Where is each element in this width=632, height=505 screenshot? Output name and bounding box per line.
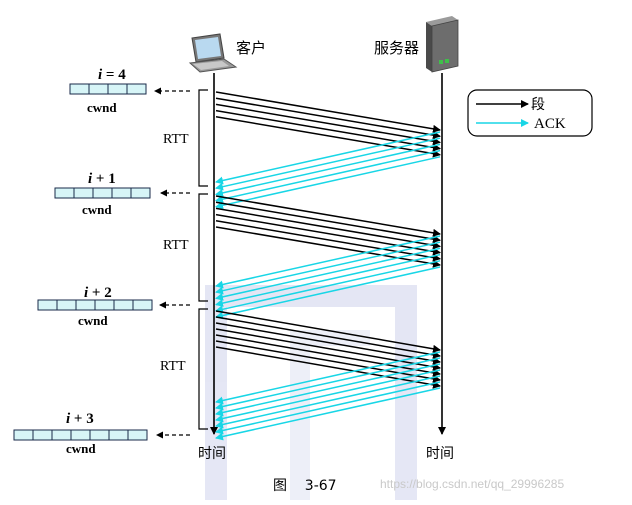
ack-arrow xyxy=(215,253,441,307)
segment-arrow xyxy=(215,103,441,146)
window-cell xyxy=(88,83,109,95)
cwnd-label-1: cwnd xyxy=(87,100,117,115)
segment-arrow xyxy=(215,310,441,353)
window-label-2: i + 1 xyxy=(88,171,116,187)
transmission-arrows xyxy=(215,91,441,441)
legend-box xyxy=(467,89,593,137)
window-cell xyxy=(108,429,129,441)
segment-arrow xyxy=(215,316,441,359)
segment-arrow xyxy=(215,91,441,133)
window-cell xyxy=(89,429,110,441)
server-label: 服务器 xyxy=(374,39,419,57)
segment-arrow xyxy=(215,116,441,158)
ack-arrow xyxy=(215,137,441,191)
cwnd-window-1: i = 4 cwnd xyxy=(69,67,190,115)
window-cell xyxy=(73,187,94,199)
segment-arrow xyxy=(215,340,441,383)
window-cell xyxy=(13,429,34,441)
ack-arrow xyxy=(215,143,441,197)
ack-arrow xyxy=(215,156,441,210)
ack-arrow xyxy=(215,241,441,295)
segment-arrow xyxy=(215,109,441,152)
cwnd-label-3: cwnd xyxy=(78,313,108,328)
cwnd-label-4: cwnd xyxy=(66,441,96,456)
legend: 段 ACK xyxy=(467,89,593,137)
window-cell xyxy=(70,429,91,441)
window-cell xyxy=(69,83,90,95)
legend-segment-label: 段 xyxy=(531,97,545,113)
window-cells-4 xyxy=(13,429,148,441)
ack-arrow xyxy=(215,369,441,423)
window-cell xyxy=(113,299,134,311)
window-cell xyxy=(130,187,151,199)
ack-arrow xyxy=(215,381,441,435)
ack-arrow xyxy=(215,247,441,301)
window-cell xyxy=(94,299,115,311)
segment-arrow xyxy=(215,346,441,389)
window-cell xyxy=(127,429,148,441)
cwnd-window-4: i + 3 cwnd xyxy=(13,411,190,456)
ack-arrow xyxy=(215,260,441,314)
ack-arrow xyxy=(215,363,441,417)
ack-arrow xyxy=(215,131,441,185)
rtt-bracket-1: RTT xyxy=(163,89,208,187)
cwnd-window-3: i + 2 cwnd xyxy=(37,285,190,328)
window-cell xyxy=(37,299,58,311)
window-cell xyxy=(126,83,147,95)
ack-arrow xyxy=(215,266,441,320)
segment-arrow xyxy=(215,97,441,139)
window-cells-3 xyxy=(37,299,153,311)
watermark-url: https://blog.csdn.net/qq_29996285 xyxy=(380,477,564,491)
client-label: 客户 xyxy=(236,39,266,57)
segment-arrow xyxy=(215,220,441,262)
window-label-3: i + 2 xyxy=(84,285,112,301)
window-cell xyxy=(111,187,132,199)
background-watermark-shapes xyxy=(205,285,417,500)
window-label-4: i + 3 xyxy=(66,411,94,427)
figure-caption: 图 3-67 xyxy=(273,478,337,494)
segment-arrow xyxy=(215,322,441,365)
window-cell xyxy=(32,429,53,441)
ack-arrow xyxy=(215,351,441,405)
window-label-1: i = 4 xyxy=(98,67,126,83)
window-cell xyxy=(132,299,153,311)
client-time-label: 时间 xyxy=(198,446,226,462)
rtt-bracket-2: RTT xyxy=(163,193,208,302)
segment-arrow xyxy=(215,328,441,371)
segment-arrow xyxy=(215,213,441,256)
rtt-label-1: RTT xyxy=(163,132,189,147)
window-cell xyxy=(107,83,128,95)
legend-ack-label: ACK xyxy=(534,116,566,132)
window-cell xyxy=(75,299,96,311)
ack-arrow xyxy=(215,375,441,429)
cwnd-window-2: i + 1 cwnd xyxy=(54,171,190,217)
ack-arrow xyxy=(215,357,441,411)
segment-arrow xyxy=(215,226,441,268)
segment-arrow xyxy=(215,334,441,377)
segment-arrow xyxy=(215,207,441,250)
server-tower-icon xyxy=(426,16,459,73)
window-cell xyxy=(56,299,77,311)
cwnd-label-2: cwnd xyxy=(82,202,112,217)
window-cells-1 xyxy=(69,83,147,95)
segment-arrow xyxy=(215,195,441,237)
server-time-label: 时间 xyxy=(426,446,454,462)
window-cells-2 xyxy=(54,187,151,199)
ack-arrow xyxy=(215,149,441,203)
laptop-icon xyxy=(188,33,238,73)
window-cell xyxy=(92,187,113,199)
window-cell xyxy=(54,187,75,199)
ack-arrow xyxy=(215,387,441,441)
rtt-label-3: RTT xyxy=(160,359,186,374)
segment-arrow xyxy=(215,201,441,243)
ack-arrow xyxy=(215,235,441,289)
window-cell xyxy=(51,429,72,441)
rtt-bracket-3: RTT xyxy=(160,308,208,430)
rtt-label-2: RTT xyxy=(163,238,189,253)
